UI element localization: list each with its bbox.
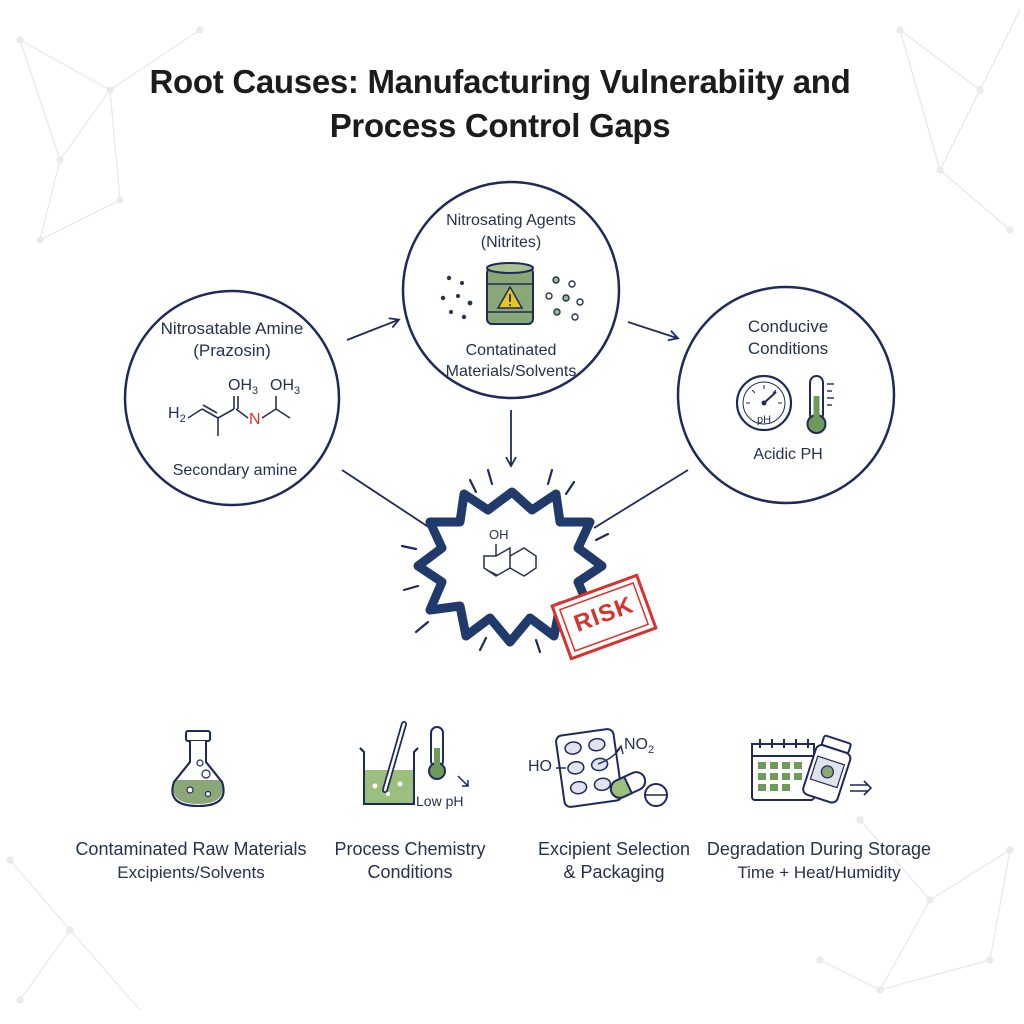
particle-dots-right-icon — [545, 276, 584, 321]
amine-caption: Secondary amine — [172, 462, 298, 479]
risk-oh-label: OH — [489, 527, 509, 542]
agents-title: Nitrosating Agents (Nitrites) — [411, 210, 611, 254]
beaker-thermometer-icon — [359, 721, 469, 805]
h2-text: H — [168, 405, 180, 422]
connector-conditions-to-risk — [593, 469, 689, 529]
agents-caption-line-2: Materials/Solvents — [445, 363, 577, 380]
bottom-label-raw-materials-line-1: Contaminated Raw Materials — [75, 839, 307, 859]
amine-node-circle — [123, 289, 341, 507]
page-title: Root Causes: Manufacturing Vulnerabiity … — [0, 60, 1000, 148]
conditions-title-line-1: Conducive — [747, 317, 829, 336]
amine-title: Nitrosatable Amine (Prazosin) — [132, 318, 332, 362]
barrel-warning-icon — [486, 262, 534, 325]
ho-label: HO — [528, 758, 552, 775]
structure-label-h2: H2 — [168, 405, 186, 425]
particle-dots-left-icon — [440, 275, 473, 320]
gauge-ph-label: pH — [756, 414, 772, 426]
conditions-caption: Acidic PH — [753, 446, 823, 463]
risk-stamp — [550, 573, 658, 661]
bottom-label-raw-materials-line-2: Excipients/Solvents — [117, 863, 265, 882]
thermometer-icon — [806, 375, 834, 434]
conditions-title-line-2: Conditions — [747, 339, 829, 358]
no2-label: NO2 — [624, 736, 654, 756]
arrow-agents-to-conditions — [627, 321, 680, 342]
agents-caption-line-1: Contatinated — [465, 342, 557, 359]
pills-icon — [555, 728, 668, 808]
structure-label-n: N — [249, 411, 261, 428]
connector-amine-to-risk — [341, 469, 431, 529]
no2-text: NO — [624, 736, 648, 753]
title-line-2: Process Control Gaps — [329, 107, 671, 144]
no2-subscript: 2 — [648, 744, 655, 757]
agents-title-line-2: (Nitrites) — [480, 234, 542, 251]
title-line-1: Root Causes: Manufacturing Vulnerabiity … — [149, 63, 851, 100]
bottom-label-excipient-line-2: & Packaging — [563, 862, 665, 882]
ph-gauge-icon — [735, 374, 793, 432]
flask-icon — [171, 730, 225, 808]
calendar-bottle-icon — [751, 734, 873, 804]
bottom-label-excipient: Excipient Selection & Packaging — [524, 838, 704, 884]
agents-caption: Contatinated Materials/Solvents — [411, 340, 611, 382]
bottom-label-storage-line-2: Time + Heat/Humidity — [737, 863, 901, 882]
h2-subscript: 2 — [179, 413, 186, 426]
structure-label-oh3-b: OH3 — [270, 377, 300, 397]
structure-label-oh3-a: OH3 — [228, 377, 258, 397]
bottom-label-storage: Degradation During Storage Time + Heat/H… — [696, 838, 942, 884]
oh3-b-subscript: 3 — [294, 385, 301, 398]
low-ph-label: Low pH — [416, 793, 464, 809]
bottom-label-raw-materials: Contaminated Raw Materials Excipients/So… — [62, 838, 320, 884]
bottom-label-process-chemistry: Process Chemistry Conditions — [320, 838, 500, 884]
oh3-b-text: OH — [270, 377, 294, 394]
bottom-label-excipient-line-1: Excipient Selection — [537, 839, 691, 859]
arrow-amine-to-agents — [346, 317, 401, 341]
oh3-a-text: OH — [228, 377, 252, 394]
conditions-title: Conducive Conditions — [688, 316, 888, 360]
oh3-a-subscript: 3 — [252, 385, 259, 398]
prazosin-structure-icon — [187, 396, 291, 436]
agents-title-line-1: Nitrosating Agents — [446, 212, 576, 229]
bottom-label-storage-line-1: Degradation During Storage — [706, 839, 932, 859]
amine-title-line-2: (Prazosin) — [193, 341, 271, 360]
bottom-label-process-chemistry-line-1: Process Chemistry — [334, 839, 486, 859]
bottom-label-process-chemistry-line-2: Conditions — [367, 862, 453, 882]
amine-title-line-1: Nitrosatable Amine — [160, 319, 304, 338]
